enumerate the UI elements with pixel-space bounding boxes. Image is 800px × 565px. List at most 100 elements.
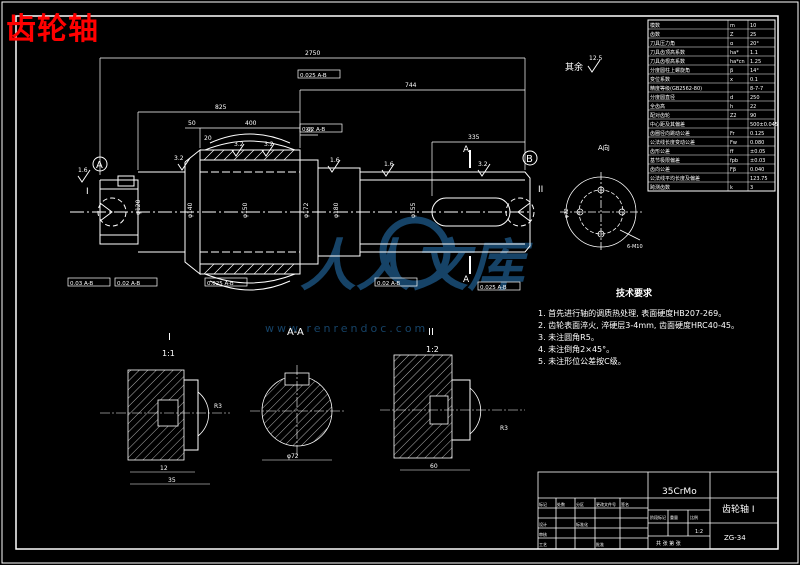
tol-frame-2: 0.02 A-B [299, 123, 343, 133]
svg-text:3.2: 3.2 [234, 141, 244, 148]
gear-param-value: 14° [750, 68, 759, 74]
gear-param-name: 中心距及其偏差 [650, 121, 685, 128]
gear-param-symbol: k [730, 185, 733, 191]
tb-material: 35CrMo [662, 487, 697, 497]
section-a-view: A-A φ72 [250, 327, 345, 461]
dim-dia5: φ180 [333, 202, 340, 218]
gear-param-name: 配对齿轮 [650, 112, 670, 119]
section-marks: A A I II [86, 145, 543, 285]
tech-req-item-4: 4. 未注倒角2×45°。 [538, 344, 614, 354]
gear-param-value: 0.080 [750, 140, 764, 146]
watermark-url: www.renrendoc.com [265, 322, 428, 335]
gear-param-symbol: d [730, 95, 733, 101]
section-mark-top: A [463, 145, 470, 155]
tb-label-review: 审核 [539, 531, 547, 537]
svg-text:3.2: 3.2 [174, 155, 184, 162]
tb-label-change: 更改文件号 [596, 501, 616, 507]
tol-frame-4: 0.02 A-B [114, 277, 158, 287]
gear-param-name: 全齿高 [650, 103, 665, 110]
surface-rest: 其余 12.5 [565, 55, 603, 73]
gear-param-value: 10 [750, 23, 756, 29]
dim-50: 50 [188, 120, 196, 127]
tol-frame-6: 0.02 A-B [374, 277, 418, 287]
dim-744: 744 [405, 82, 417, 89]
gear-param-symbol: x [730, 77, 733, 83]
section-mark-bottom: A [463, 275, 470, 285]
roughness-marks: 3.2 3.2 3.2 1.6 3.2 1.6 1.6 [77, 141, 491, 183]
detail-i-scale: 1:1 [162, 349, 175, 358]
detail-ii-dim-2: R3 [500, 425, 508, 432]
roughness-mark-6: 1.6 [381, 161, 395, 177]
tb-label-weight: 重量 [670, 514, 678, 520]
datum-a: A [92, 156, 108, 172]
end-view-holes: 6-M10 [627, 244, 643, 250]
gear-table-row: 公法线平均长度及偏差 123.75 [648, 172, 775, 182]
dim-400: 400 [245, 120, 257, 127]
gear-param-name: 公法线平均长度及偏差 [650, 175, 700, 182]
svg-text:A: A [96, 160, 103, 171]
gear-hatch [203, 149, 295, 275]
gear-param-value: 123.75 [750, 176, 768, 182]
dim-dia6: φ155 [410, 202, 417, 218]
section-a-dim: φ72 [287, 453, 299, 460]
dimension-lines [99, 57, 526, 196]
gear-table-row: 中心距及其偏差 500±0.045 [648, 118, 778, 128]
gear-param-name: 齿向公差 [650, 166, 670, 173]
gear-param-value: 0.125 [750, 131, 764, 137]
detail-mark-i: I [86, 187, 89, 197]
dimension-texts: 2750 744 825 400 50 20 30 335 φ120 φ140 … [135, 50, 480, 218]
gear-param-value: 500±0.045 [750, 122, 778, 128]
svg-text:0.02 A-B: 0.02 A-B [377, 281, 400, 287]
watermark-text: 人人文库 [300, 234, 533, 299]
svg-text:0.02 A-B: 0.02 A-B [302, 127, 325, 133]
tb-scale: 1:2 [695, 529, 703, 535]
gear-param-symbol: ha*cn [730, 59, 745, 65]
gear-param-value: 0.1 [750, 77, 758, 83]
detail-i-label: I [168, 332, 171, 343]
gear-param-symbol: m [730, 23, 735, 29]
gear-param-symbol: Fβ [730, 167, 736, 173]
tolerance-frames: 0.025 A-B 0.02 A-B 0.03 A-B 0.02 A-B 0.0… [67, 69, 521, 291]
svg-text:1.6: 1.6 [384, 161, 394, 168]
detail-i-dim-1: 12 [160, 465, 168, 472]
gear-table-row: 精度等级(GB2562-80) 8-7-7 [648, 82, 775, 92]
gear-param-value: ±0.05 [750, 149, 765, 155]
svg-text:其余: 其余 [565, 61, 583, 73]
detail-i-dim-2: 35 [168, 477, 176, 484]
end-view-label: A向 [598, 143, 610, 152]
gear-param-value: 8-7-7 [750, 86, 763, 92]
gear-param-value: 25 [750, 32, 756, 38]
roughness-mark-5: 3.2 [477, 161, 491, 177]
gear-param-value: ±0.03 [750, 158, 765, 164]
gear-param-name: 模数 [650, 22, 660, 29]
gear-param-value: 1.1 [750, 50, 758, 56]
gear-param-symbol: Fr [730, 131, 736, 137]
gear-param-name: 跨测齿数 [650, 184, 670, 191]
gear-param-symbol: Fw [730, 140, 737, 146]
svg-text:0.03 A-B: 0.03 A-B [70, 281, 93, 287]
gear-param-name: 齿形公差 [650, 148, 670, 155]
tech-req-item-2: 2. 齿轮表面淬火, 淬硬层3-4mm, 齿面硬度HRC40-45。 [538, 320, 739, 330]
tb-drawing-no: ZG-34 [724, 534, 746, 542]
svg-text:3.2: 3.2 [264, 141, 274, 148]
svg-text:0.025 A-B: 0.025 A-B [300, 73, 327, 79]
tech-req-item-1: 1. 首先进行轴的调质热处理, 表面硬度HB207-269。 [538, 308, 726, 318]
gear-param-name: 精度等级(GB2562-80) [650, 85, 702, 92]
dim-dia3: φ150 [242, 202, 249, 218]
tb-label-process: 工艺 [539, 542, 547, 547]
detail-i-view: I 1:1 12 35 R3 [100, 332, 230, 485]
svg-text:B: B [526, 154, 533, 165]
gear-param-value: 22 [750, 104, 756, 110]
detail-mark-ii: II [538, 185, 543, 195]
gear-param-name: 变位系数 [650, 76, 670, 83]
